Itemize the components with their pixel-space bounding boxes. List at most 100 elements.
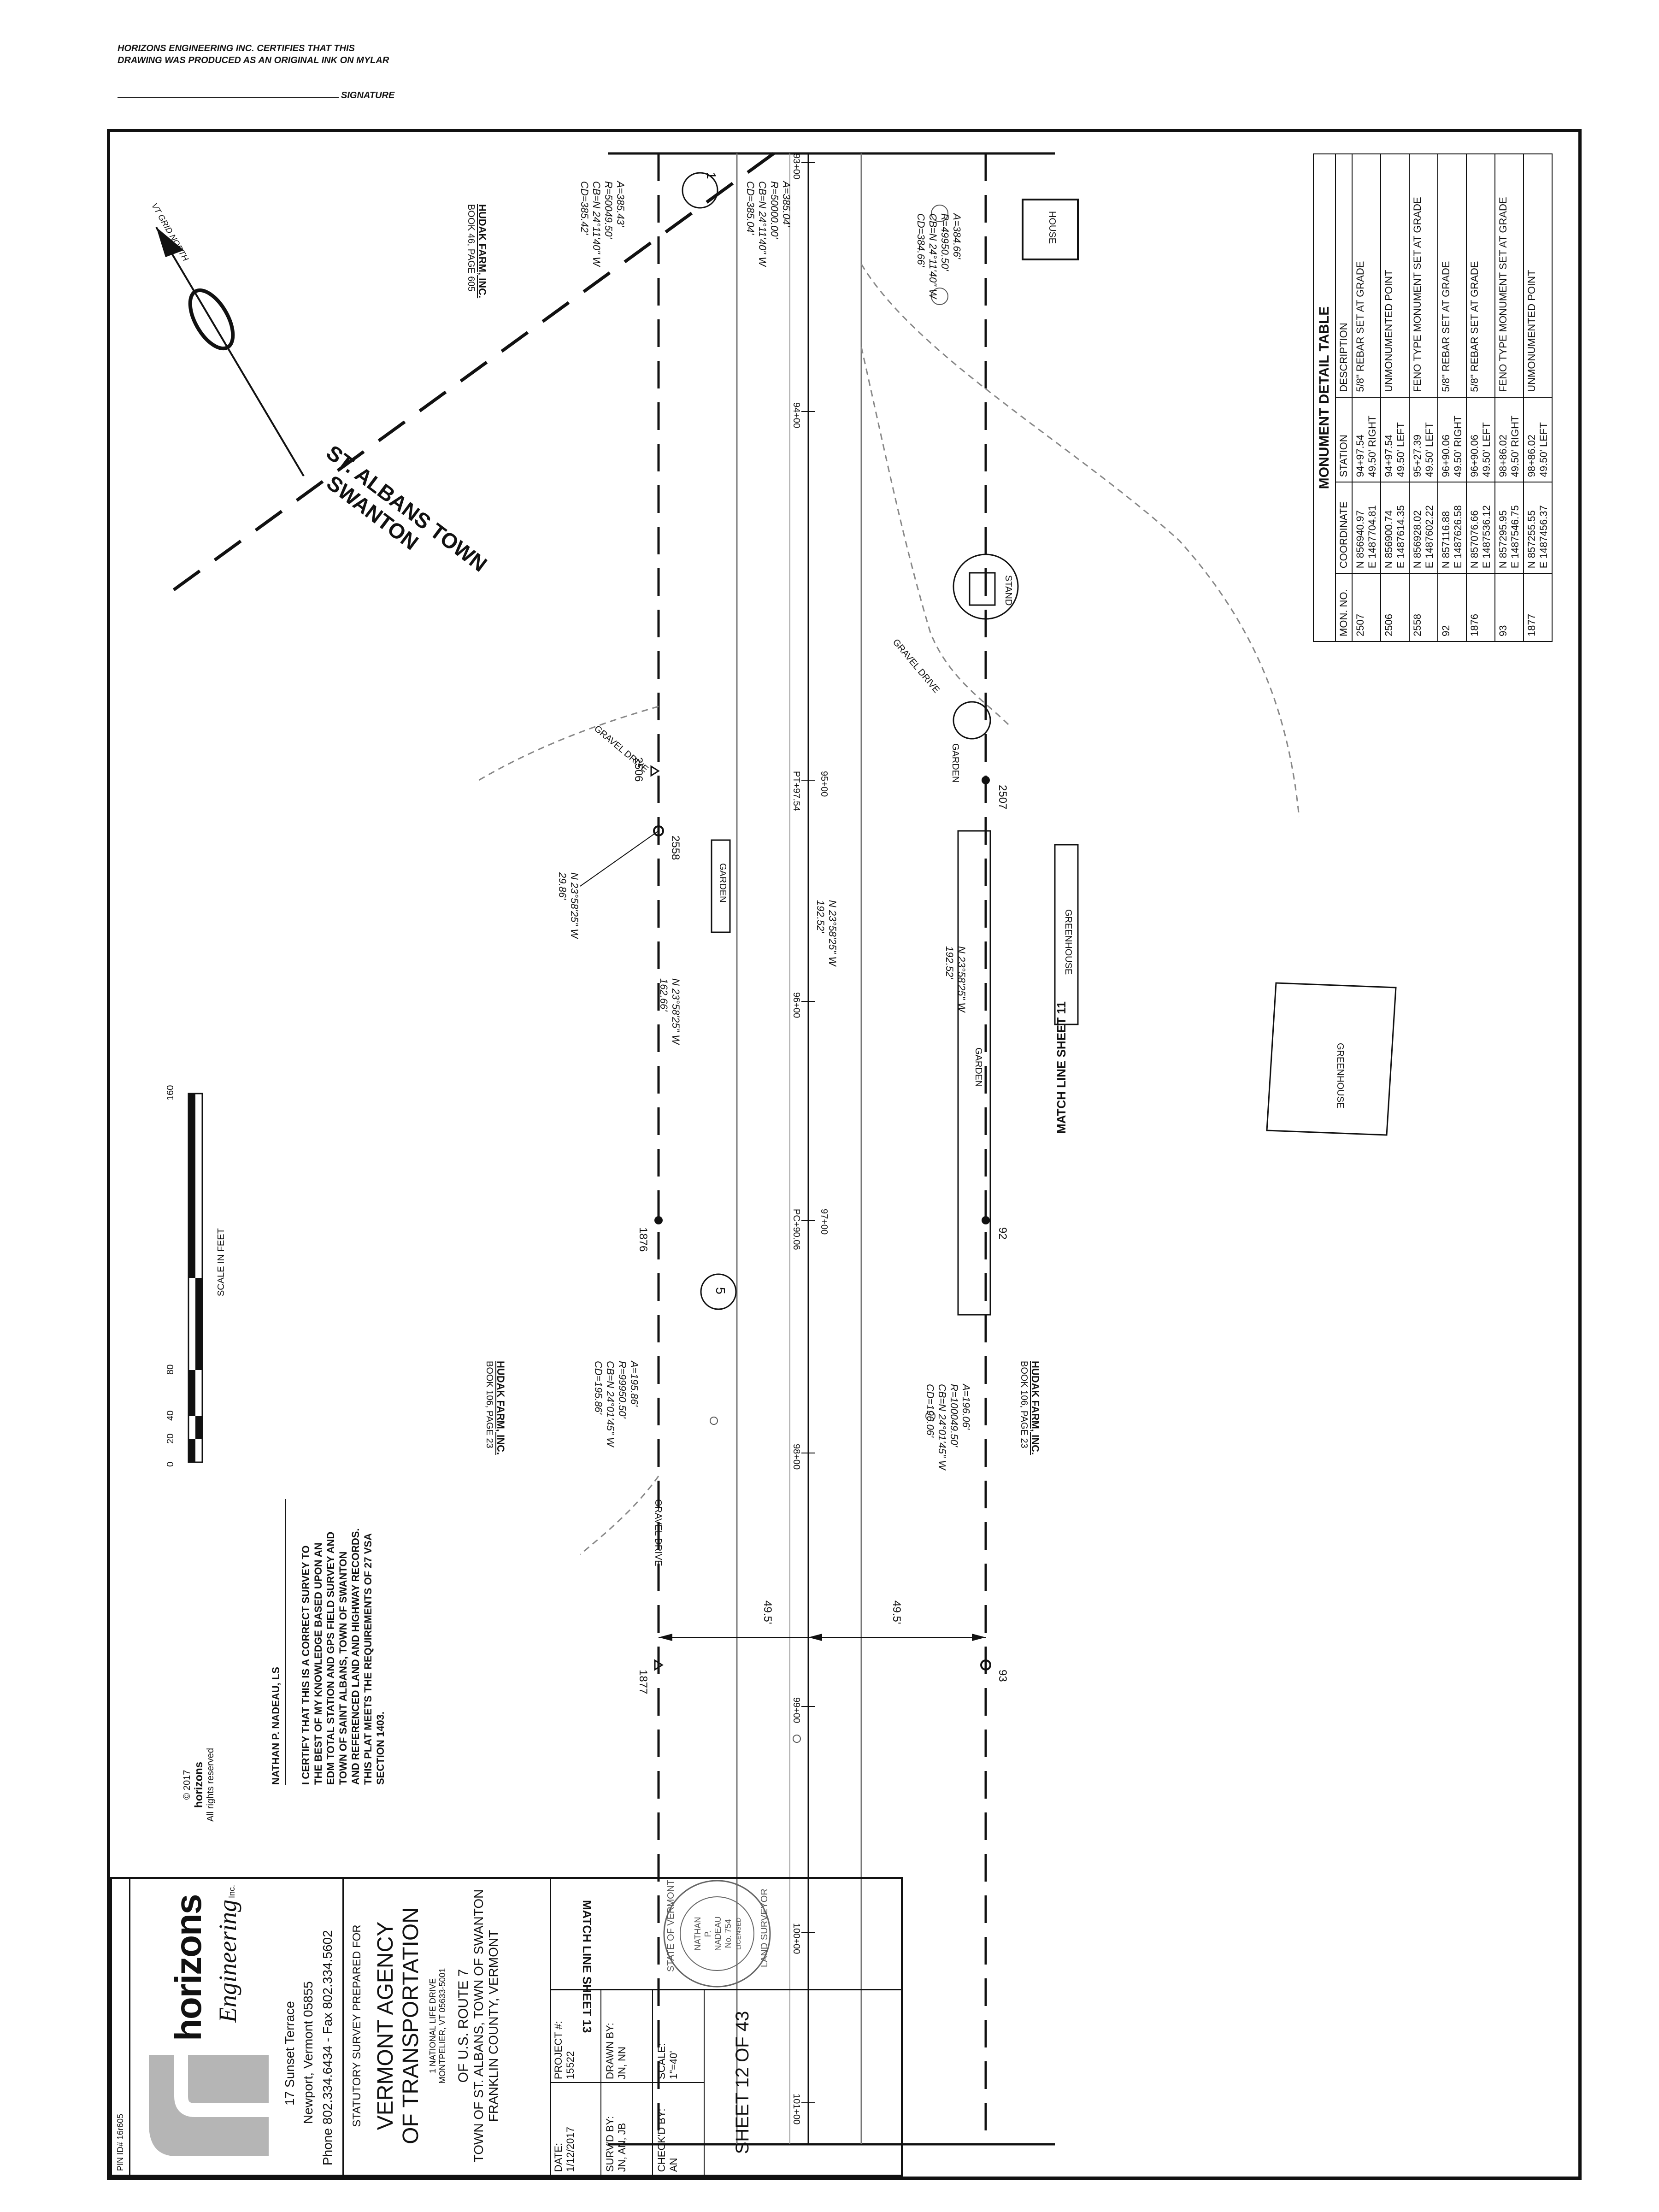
monument-table-cell: 2507 — [1352, 573, 1381, 641]
circle-marker-5 — [700, 1273, 737, 1310]
monument-table-cell: 5/8" REBAR SET AT GRADE — [1466, 154, 1495, 397]
curve-arc: A=195.86' — [629, 1361, 640, 1407]
station-label: 99+00 — [791, 1697, 801, 1724]
bearing-leader — [580, 830, 659, 887]
circle-label-5: 5 — [713, 1287, 728, 1294]
monument-table-header: DESCRIPTION — [1335, 154, 1352, 397]
project-cell: PROJECT #:15522 — [550, 1990, 600, 2082]
owner-name: HUDAK FARM, INC. — [495, 1361, 506, 1455]
bearing-4: N 23°58'25" W 192.52' — [943, 946, 967, 1012]
bearing-distance: 192.52' — [815, 900, 826, 933]
monument-table-cell: 5/8" REBAR SET AT GRADE — [1438, 154, 1466, 397]
monument-label-93: 93 — [996, 1670, 1009, 1682]
station-label: 95+00 — [819, 771, 829, 797]
monument-1876-symbol — [654, 1216, 663, 1224]
greenhouse-large — [1266, 982, 1397, 1136]
surveyor-name: NATHAN P. NADEAU, LS — [270, 1499, 286, 1785]
scale-label: SCALE: — [656, 2043, 667, 2079]
sheet-number: SHEET 12 OF 43 — [732, 2011, 753, 2154]
curve-chord-bearing: CB=N 24°11'40" W — [591, 181, 602, 266]
station-label: 96+00 — [791, 992, 801, 1018]
label-garden-2: GARDEN — [718, 863, 728, 903]
seal-number: No. 754 — [724, 1919, 733, 1948]
curve-chord-distance: CD=385.04' — [745, 181, 756, 235]
label-greenhouse-1: GREENHOUSE — [1063, 909, 1073, 975]
agency-name-1: VERMONT AGENCY — [373, 1921, 398, 2130]
firm-name: horizons — [168, 1894, 209, 2041]
scale-tick: 20 — [165, 1433, 176, 1444]
station-label: PT+97.54 — [791, 771, 801, 812]
bearing-distance: 29.86' — [557, 872, 568, 900]
monument-table-cell: 94+97.54 49.50' LEFT — [1381, 397, 1409, 482]
seal-center: NATHAN P. NADEAU No. 754 LICENSED — [693, 1905, 743, 1963]
checkd-cell: CHECK'D BY:AN — [653, 2082, 704, 2175]
monument-table-cell: 98+86.02 49.50' RIGHT — [1495, 397, 1524, 482]
firm-address-2: Newport, Vermont 05855 — [301, 1981, 315, 2124]
monument-table-header: COORDINATE — [1335, 482, 1352, 574]
monument-table-cell: 93 — [1495, 573, 1524, 641]
label-garden-1: GARDEN — [950, 743, 960, 783]
scale-tick: 160 — [165, 1085, 176, 1100]
dimension-arrow — [972, 1634, 986, 1641]
shrub-symbols — [710, 205, 948, 1743]
date-label: DATE: — [553, 2142, 564, 2172]
horizons-logo-icon — [149, 2055, 269, 2156]
monument-table-cell: 94+97.54 49.50' RIGHT — [1352, 397, 1381, 482]
curve-west-1: A=384.66' R=49950.50' CB=N 24°11'40" W C… — [915, 213, 963, 299]
match-line-top-label: MATCH LINE SHEET 11 — [1054, 1001, 1068, 1134]
bearing-text: N 23°58'25" W — [827, 900, 838, 966]
station-label: 97+00 — [819, 1209, 829, 1235]
project-label: PROJECT #: — [553, 2021, 564, 2079]
copyright-rights: All rights reserved — [206, 1747, 216, 1822]
scale-value: 1"=40' — [668, 2051, 679, 2079]
monument-table-cell: FENO TYPE MONUMENT SET AT GRADE — [1495, 154, 1524, 397]
firm-phone: Phone 802.334.6434 - Fax 802.334.5602 — [320, 1930, 335, 2165]
scale-label: SCALE IN FEET — [216, 1228, 226, 1296]
bearing-text: N 23°58'25" W — [956, 946, 967, 1012]
curve-center-1: A=385.04' R=50000.00' CB=N 24°11'40" W C… — [744, 181, 792, 266]
certification-statement: HORIZONS ENGINEERING INC. CERTIFIES THAT… — [118, 42, 389, 66]
curve-arc: A=196.06' — [960, 1384, 972, 1430]
cert-line: THIS PLAT MEETS THE REQUIREMENTS OF 27 V… — [362, 1533, 374, 1785]
curve-chord-distance: CD=385.42' — [579, 181, 590, 235]
copyright-year: © 2017 — [182, 1770, 192, 1800]
seal-name-3: NADEAU — [713, 1916, 723, 1951]
greenhouse-long — [1054, 844, 1079, 1025]
owner-name: HUDAK FARM, INC. — [477, 204, 488, 299]
dimension-arrow — [659, 1634, 672, 1641]
project-town: TOWN OF ST. ALBANS, TOWN OF SWANTON — [471, 1889, 486, 2163]
firm-logo-panel: horizons Engineering Inc. 17 Sunset Terr… — [130, 1877, 344, 2175]
monument-table-cell: 2506 — [1381, 573, 1409, 641]
scale-bar-graphic — [188, 1093, 203, 1463]
curve-arc: A=384.66' — [951, 213, 963, 259]
gravel-drive-east — [478, 706, 659, 781]
seal-name-2: P. — [703, 1930, 712, 1937]
title-block: PIN ID# 16r605 horizons Engineering Inc.… — [110, 1877, 903, 2177]
cert-line: AND REFERENCED LAND AND HIGHWAY RECORDS. — [350, 1528, 361, 1785]
label-greenhouse-2: GREENHOUSE — [1335, 1043, 1345, 1109]
monument-table-cell: N 856900.74 E 1487614.35 — [1381, 482, 1409, 574]
curve-radius: R=50049.50' — [603, 181, 614, 239]
prepared-for: STATUTORY SURVEY PREPARED FOR — [351, 1924, 363, 2127]
station-label: 98+00 — [791, 1444, 801, 1470]
owner-book: BOOK 46, PAGE 605 — [466, 204, 476, 292]
station-ticks — [801, 162, 815, 2103]
copyright-brand: horizons — [193, 1762, 205, 1808]
seal-licensed: LICENSED — [735, 1917, 742, 1950]
monument-table-cell: 1876 — [1466, 573, 1495, 641]
monument-label-1877: 1877 — [637, 1670, 649, 1694]
signature-label: SIGNATURE — [341, 90, 395, 100]
label-house: HOUSE — [1047, 211, 1057, 244]
station-label: PC+90.06 — [791, 1209, 801, 1250]
scale-tick: 40 — [165, 1410, 176, 1421]
monument-table-cell: 95+27.39 49.50' LEFT — [1409, 397, 1438, 482]
agency-address-1: 1 NATIONAL LIFE DRIVE — [428, 1978, 437, 2074]
project-route: OF U.S. ROUTE 7 — [456, 1969, 471, 2083]
plan-sheet: MATCH LINE SHEET 11 MATCH LINE SHEET 13 … — [110, 126, 1585, 2177]
drawn-label: DRAWN BY: — [604, 2023, 616, 2079]
cert-line: I CERTIFY THAT THIS IS A CORRECT SURVEY … — [300, 1545, 312, 1785]
road-plan — [155, 152, 1397, 2146]
bearing-text: N 23°58'25" W — [569, 872, 580, 939]
